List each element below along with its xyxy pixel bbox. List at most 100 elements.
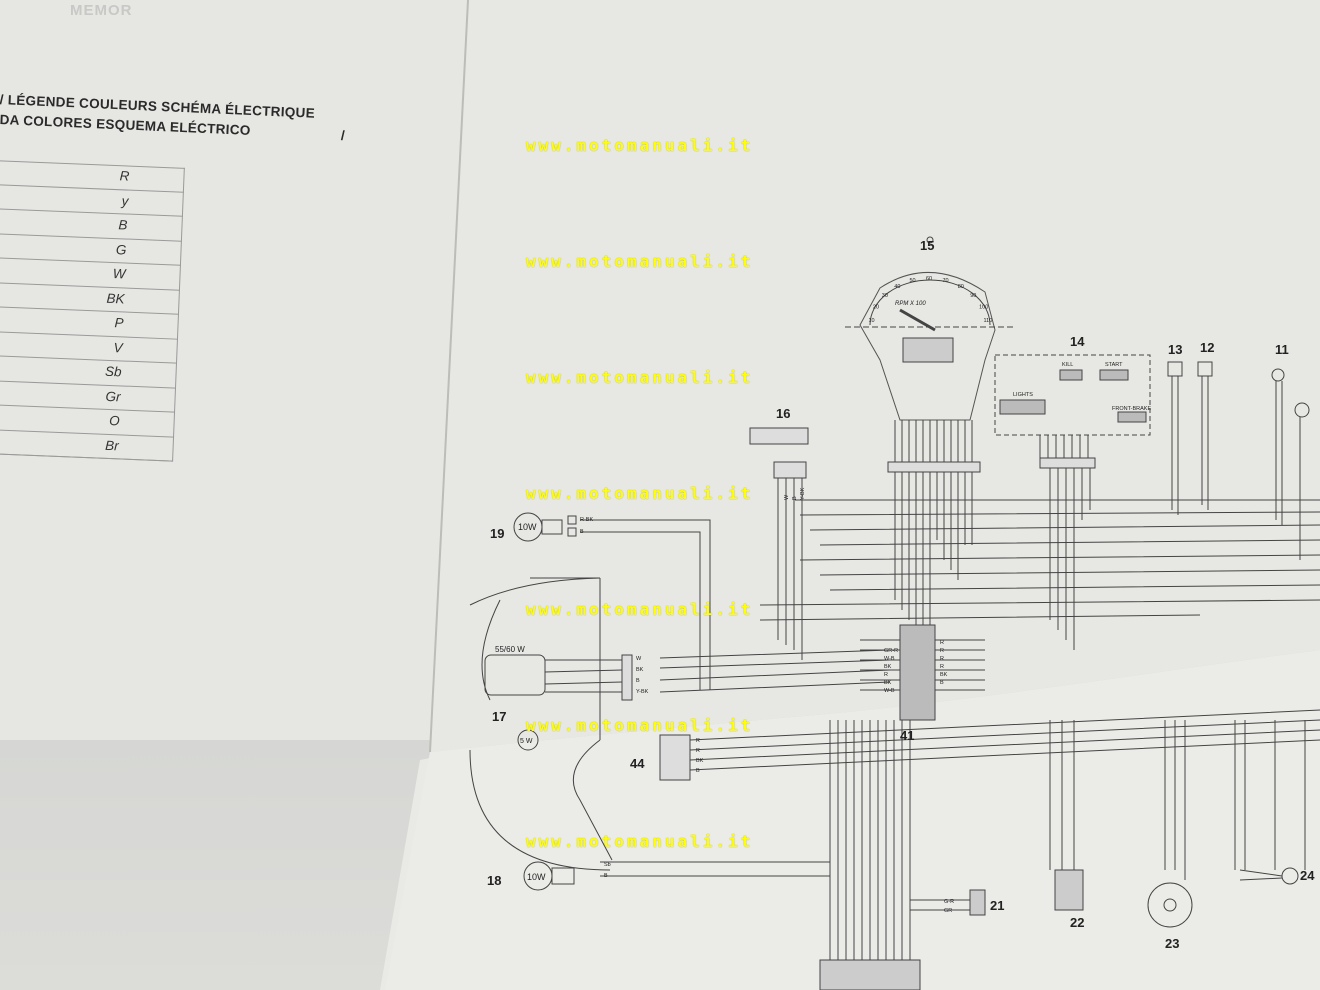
component-24-wires <box>1239 869 1283 881</box>
headlight-watt: 55/60 W <box>495 645 525 654</box>
gauge-arc <box>869 279 991 326</box>
wire-code: BK <box>940 672 948 678</box>
start-switch <box>1099 369 1129 381</box>
kill-label: KILL <box>1062 362 1073 368</box>
wire-code: W <box>784 494 790 500</box>
label-16: 16 <box>776 406 790 421</box>
lights-label: LIGHTS <box>1013 392 1033 398</box>
label-21: 21 <box>990 898 1004 913</box>
watermark-2: www.motomanuali.it <box>526 252 754 271</box>
headlight-wires <box>544 659 623 693</box>
gauge-connector <box>887 461 981 473</box>
switch-connector <box>1039 457 1096 469</box>
component-23-hub <box>1163 898 1177 912</box>
wire-code: R <box>940 664 944 670</box>
label-12: 12 <box>1200 340 1214 355</box>
wire-code: Y-BK <box>800 487 806 500</box>
connector-16 <box>749 427 809 445</box>
wire-code: B <box>940 680 944 686</box>
watermark-5: www.motomanuali.it <box>526 600 754 619</box>
wire-code: R <box>940 648 944 654</box>
gauge-scale-value: 60 <box>926 276 932 282</box>
wire-code: B <box>792 496 798 500</box>
wire-code: B <box>636 678 640 684</box>
bulb-17-watt: 5 W <box>520 738 533 745</box>
wire-code: B <box>604 873 608 879</box>
bulb-19-socket <box>541 519 563 535</box>
wire-code: R <box>940 640 944 646</box>
start-label: START <box>1105 362 1123 368</box>
relay-44-wires <box>689 709 1320 771</box>
wire-code: Y-BK <box>636 689 649 695</box>
watermark-3: www.motomanuali.it <box>526 368 754 387</box>
wire-code: BK <box>884 664 892 670</box>
wire-bundle <box>469 236 1320 990</box>
bulb-19-term-1 <box>567 515 577 525</box>
headlight-bulb <box>484 654 546 696</box>
wire-code: R <box>940 656 944 662</box>
wire-code: R <box>696 748 700 754</box>
right-wires <box>1171 376 1301 560</box>
gauge-scale-value: 100 <box>979 305 988 311</box>
gauge-scale-value: 20 <box>873 305 879 311</box>
gauge-top-mark <box>926 236 934 244</box>
lower-harness-vertical <box>829 720 911 990</box>
bulb-labels: 10W 10W 5 W 55/60 W <box>495 522 546 882</box>
wire-code: B <box>696 768 700 774</box>
wire-code: W-B <box>884 656 895 662</box>
component-11-lamp <box>1294 402 1310 418</box>
wire-code: B <box>580 529 584 535</box>
wire-code: GR-R <box>884 648 898 654</box>
watermark-6: www.motomanuali.it <box>526 716 754 735</box>
switch-labels: KILL START LIGHTS FRONT-BRAKE <box>1013 362 1151 412</box>
connector-41 <box>899 624 936 721</box>
switch-wires <box>1039 435 1089 460</box>
headlight-rim <box>469 577 601 606</box>
gauge-scale-value: 30 <box>882 293 888 299</box>
connector-41-left-wires <box>860 639 900 691</box>
gauge-lcd <box>902 337 954 363</box>
gauge-scale-value: 40 <box>894 284 900 290</box>
kill-switch <box>1059 369 1083 381</box>
label-17: 17 <box>492 709 506 724</box>
wire-code: GR <box>944 908 952 914</box>
bulb-18-socket <box>551 867 575 885</box>
component-12-body <box>1197 361 1213 377</box>
bulb-19-term-2 <box>567 527 577 537</box>
bulb-18-wires <box>600 861 830 877</box>
gauge-scale-value: 110 <box>984 318 993 324</box>
wire-code: R <box>884 672 888 678</box>
relay-44 <box>659 734 691 781</box>
connector-41-right-wires <box>935 639 985 691</box>
label-13: 13 <box>1168 342 1182 357</box>
label-15: 15 <box>920 238 934 253</box>
bulb-18-watt: 10W <box>527 872 546 882</box>
memo-label: MEMOR <box>70 2 133 19</box>
instrument-cluster-outline <box>859 271 996 421</box>
label-44: 44 <box>630 756 645 771</box>
headlight-connector <box>621 654 633 701</box>
gauge-scale-value: 80 <box>958 284 964 290</box>
main-harness-horizontal <box>759 499 1320 621</box>
component-23-body <box>1147 882 1193 928</box>
watermark-4: www.motomanuali.it <box>526 484 754 503</box>
wire-code: BK <box>696 758 704 764</box>
wire-code: G-R <box>944 899 954 905</box>
front-brake-switch <box>1117 411 1147 423</box>
label-41: 41 <box>900 728 914 743</box>
front-brake-label: FRONT-BRAKE <box>1112 406 1151 412</box>
gauge-scale-value: 50 <box>910 278 916 284</box>
gauge-rpm-label: RPM X 100 <box>895 301 926 307</box>
fairing-curve <box>572 739 613 861</box>
label-24: 24 <box>1300 868 1315 883</box>
label-18: 18 <box>487 873 501 888</box>
component-21-body <box>969 889 986 916</box>
wire-code: R <box>696 738 700 744</box>
gauge-scale-value: 10 <box>869 318 875 324</box>
label-23: 23 <box>1165 936 1179 951</box>
left-page: MEMOR / LÉGENDE COULEURS SCHÉMA ÉLECTRIQ… <box>0 0 470 990</box>
